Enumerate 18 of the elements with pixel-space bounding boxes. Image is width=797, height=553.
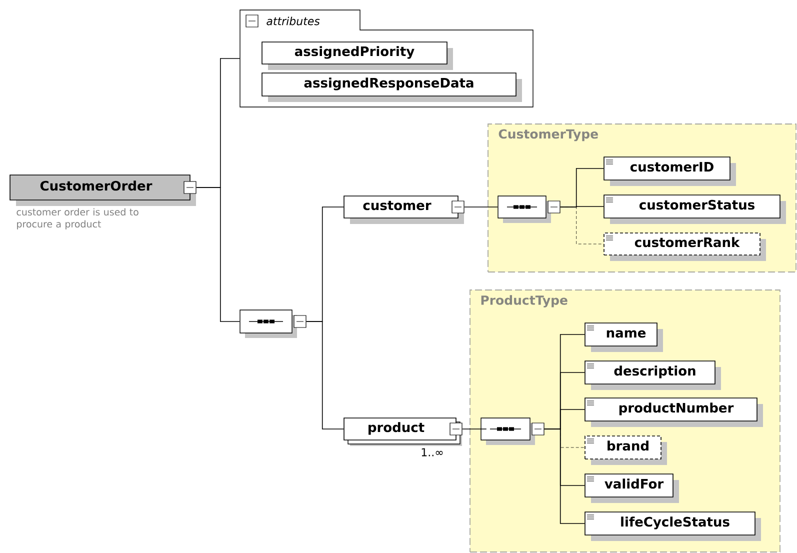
element-box: lifeCycleStatus bbox=[584, 512, 761, 541]
element-box: productNumber bbox=[584, 398, 763, 427]
connector-line bbox=[306, 321, 344, 430]
element-box: customerID bbox=[604, 156, 736, 186]
element-box: assignedResponseData bbox=[262, 72, 522, 102]
connector-line bbox=[464, 206, 498, 208]
multiplicity-label: 1..∞ bbox=[422, 448, 443, 456]
connector-line bbox=[462, 428, 487, 430]
connector-line bbox=[544, 428, 585, 524]
element-box: assignedPriority bbox=[262, 42, 453, 70]
element-box: customerStatus bbox=[604, 194, 786, 224]
description-text: customer order is used to procure a product bbox=[16, 208, 138, 230]
optional-element-box: customerRank bbox=[604, 232, 766, 261]
element-box: description bbox=[584, 360, 721, 390]
connector-line bbox=[196, 187, 240, 322]
root-element-box: CustomerOrder bbox=[10, 174, 196, 206]
element-box: customer bbox=[344, 196, 464, 224]
connector-line bbox=[560, 206, 604, 244]
